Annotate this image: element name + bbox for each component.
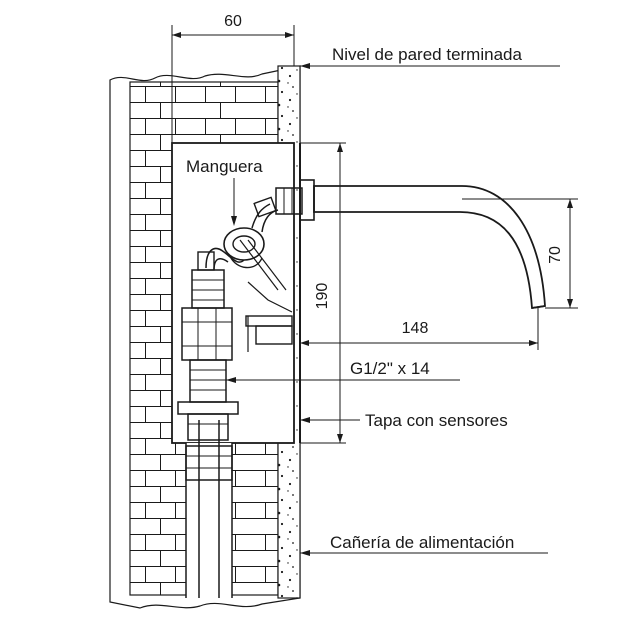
- hose: [197, 196, 287, 291]
- label-hose: Manguera: [186, 157, 263, 176]
- dimension-lines: [171, 25, 578, 444]
- dim-wall-depth: 60: [224, 13, 242, 30]
- supply-pipe: [185, 420, 233, 598]
- sensor-bracket: [245, 281, 293, 352]
- dim-spout-height: 70: [547, 246, 564, 264]
- leader-lines: [226, 63, 560, 556]
- spout: [313, 185, 546, 310]
- dim-spout-length: 148: [402, 320, 429, 337]
- valve-assembly: [177, 269, 239, 481]
- label-cover: Tapa con sensores: [365, 411, 508, 430]
- label-wall-level: Nivel de pared terminada: [332, 45, 522, 64]
- label-thread: G1/2" x 14: [350, 359, 430, 378]
- dim-height: 190: [314, 283, 331, 310]
- label-supply-pipe: Cañería de alimentación: [330, 533, 514, 552]
- spout-connector: [275, 179, 315, 221]
- wall-plaster: [109, 65, 301, 609]
